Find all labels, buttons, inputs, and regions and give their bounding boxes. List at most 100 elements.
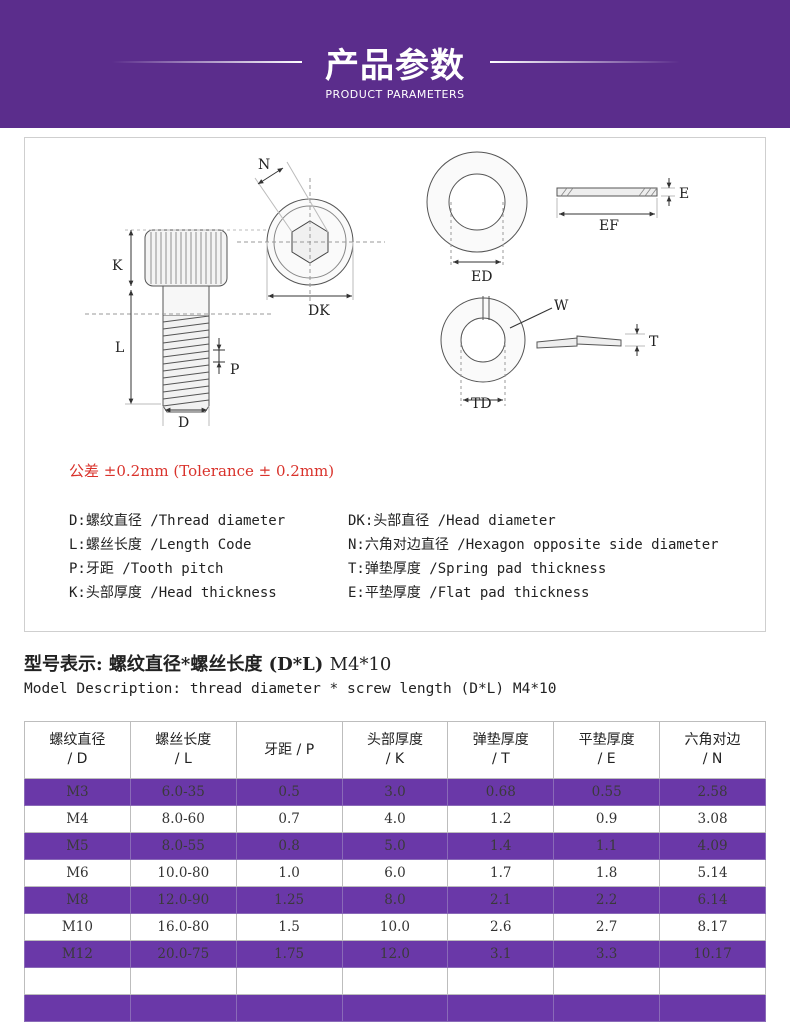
cell-tooth-pitch: 1.5 [235, 913, 343, 941]
page-subtitle: PRODUCT PARAMETERS [325, 88, 465, 101]
cell-flat-pad-thickness: 1.8 [553, 859, 661, 887]
cell-spring-pad-thickness: 0.68 [447, 778, 555, 806]
table-header-row: 螺纹直径/ D 螺丝长度/ L 牙距 / P 头部厚度/ K 弹垫厚度/ T 平… [24, 721, 766, 779]
cell-spring-pad-thickness: 1.7 [447, 859, 555, 887]
spring-washer-view [440, 296, 645, 406]
cell-thread-diameter: M10 [24, 913, 131, 941]
cell-screw-length: 10.0-80 [129, 859, 237, 887]
cell-screw-length: 6.0-35 [129, 778, 237, 806]
cell-head-thickness [341, 967, 449, 995]
cell-hexagon-opposite-side: 5.14 [659, 859, 766, 887]
cell-spring-pad-thickness: 3.1 [447, 940, 555, 968]
cell-thread-diameter: M6 [24, 859, 131, 887]
cell-thread-diameter: M8 [24, 886, 131, 914]
cell-tooth-pitch: 1.0 [235, 859, 343, 887]
screw-drawing: N K L P D DK E EF ED W T TD [85, 151, 689, 431]
label-TD: TD [471, 396, 492, 412]
model-title-text: 型号表示: 螺纹直径*螺丝长度 (D*L) [24, 654, 324, 675]
cell-screw-length: 8.0-60 [129, 805, 237, 833]
table-row [24, 994, 766, 1022]
header-screw-length: 螺丝长度/ L [129, 721, 237, 779]
cell-spring-pad-thickness: 1.4 [447, 832, 555, 860]
cell-tooth-pitch: 1.75 [235, 940, 343, 968]
label-P: P [230, 362, 239, 378]
cell-head-thickness [341, 994, 449, 1022]
label-N: N [258, 157, 270, 173]
screw-side-view [85, 229, 275, 426]
cell-spring-pad-thickness: 1.2 [447, 805, 555, 833]
label-T: T [649, 334, 659, 350]
cell-thread-diameter [24, 994, 131, 1022]
header-thread-diameter: 螺纹直径/ D [24, 721, 131, 779]
legend-right-2: N:六角对边直径 /Hexagon opposite side diameter [348, 537, 719, 553]
cell-thread-diameter: M4 [24, 805, 131, 833]
cell-thread-diameter: M5 [24, 832, 131, 860]
legend-right-3: T:弹垫厚度 /Spring pad thickness [348, 561, 607, 577]
header-tooth-pitch: 牙距 / P [235, 721, 343, 779]
cell-head-thickness: 4.0 [341, 805, 449, 833]
title-decoration-right [490, 61, 680, 63]
cell-flat-pad-thickness [553, 994, 661, 1022]
model-description: Model Description: thread diameter * scr… [24, 681, 557, 697]
cell-hexagon-opposite-side: 8.17 [659, 913, 766, 941]
legend-right-4: E:平垫厚度 /Flat pad thickness [348, 585, 590, 601]
label-ED: ED [471, 269, 492, 285]
cell-tooth-pitch [235, 994, 343, 1022]
page-title: 产品参数 [325, 46, 465, 86]
legend-left-1: D:螺纹直径 /Thread diameter [69, 513, 286, 529]
cell-thread-diameter [24, 967, 131, 995]
flat-washer-view [426, 151, 675, 268]
cell-flat-pad-thickness: 0.55 [553, 778, 661, 806]
cell-flat-pad-thickness: 3.3 [553, 940, 661, 968]
legend-left-4: K:头部厚度 /Head thickness [69, 585, 277, 601]
label-E: E [679, 186, 689, 202]
title-decoration-left [112, 61, 302, 63]
spec-table: 螺纹直径/ D 螺丝长度/ L 牙距 / P 头部厚度/ K 弹垫厚度/ T 平… [24, 721, 766, 1022]
cell-head-thickness: 5.0 [341, 832, 449, 860]
cell-hexagon-opposite-side: 6.14 [659, 886, 766, 914]
cell-head-thickness: 8.0 [341, 886, 449, 914]
drawing-panel: N K L P D DK E EF ED W T TD 公差 ±0.2mm (T… [24, 137, 766, 632]
cell-hexagon-opposite-side [659, 967, 766, 995]
header-flat-pad-thickness: 平垫厚度/ E [553, 721, 661, 779]
cell-screw-length [129, 994, 237, 1022]
cell-hexagon-opposite-side: 2.58 [659, 778, 766, 806]
label-W: W [554, 298, 569, 314]
cell-screw-length [129, 967, 237, 995]
legend-left-3: P:牙距 /Tooth pitch [69, 561, 224, 577]
cell-head-thickness: 6.0 [341, 859, 449, 887]
cell-thread-diameter: M3 [24, 778, 131, 806]
cell-head-thickness: 10.0 [341, 913, 449, 941]
cell-tooth-pitch: 1.25 [235, 886, 343, 914]
cell-hexagon-opposite-side: 10.17 [659, 940, 766, 968]
cell-spring-pad-thickness [447, 967, 555, 995]
cell-hexagon-opposite-side [659, 994, 766, 1022]
cell-spring-pad-thickness [447, 994, 555, 1022]
cell-tooth-pitch: 0.5 [235, 778, 343, 806]
header-head-thickness: 头部厚度/ K [341, 721, 449, 779]
label-L: L [115, 340, 124, 356]
header-spring-pad-thickness: 弹垫厚度/ T [447, 721, 555, 779]
cell-tooth-pitch [235, 967, 343, 995]
cell-spring-pad-thickness: 2.1 [447, 886, 555, 914]
header-banner: 产品参数 PRODUCT PARAMETERS [0, 0, 790, 128]
cell-head-thickness: 12.0 [341, 940, 449, 968]
label-D: D [178, 415, 189, 431]
cell-flat-pad-thickness: 1.1 [553, 832, 661, 860]
cell-thread-diameter: M12 [24, 940, 131, 968]
cell-tooth-pitch: 0.7 [235, 805, 343, 833]
label-K: K [112, 258, 123, 274]
cell-flat-pad-thickness: 0.9 [553, 805, 661, 833]
cell-head-thickness: 3.0 [341, 778, 449, 806]
table-row [24, 967, 766, 995]
cell-tooth-pitch: 0.8 [235, 832, 343, 860]
label-DK: DK [308, 303, 330, 319]
header-hexagon-opposite-side: 六角对边/ N [659, 721, 766, 779]
